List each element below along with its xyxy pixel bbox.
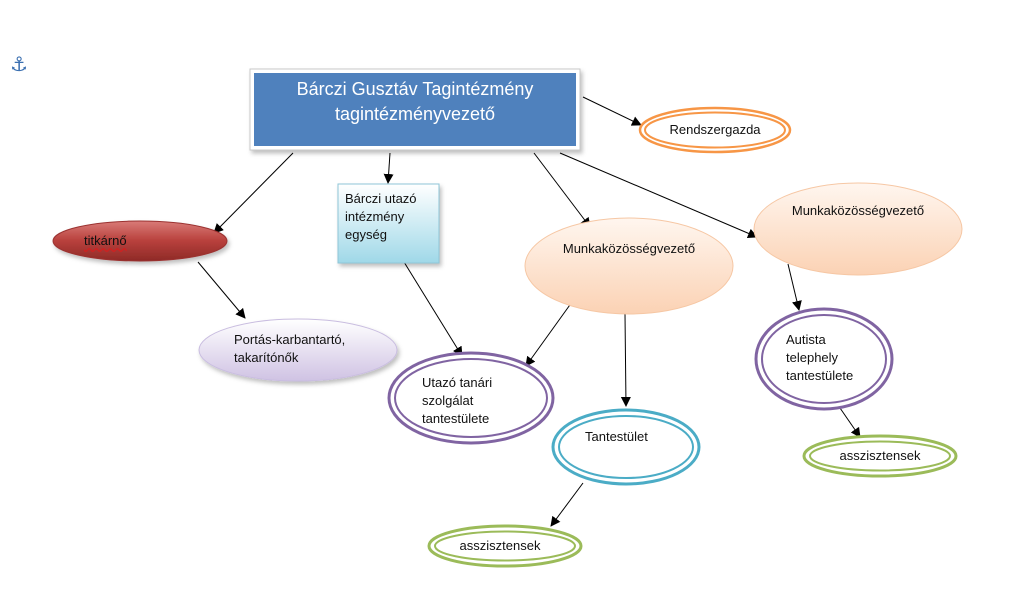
tantestulet-label: Tantestület xyxy=(585,429,648,444)
titkarno-label: titkárnő xyxy=(84,232,127,250)
head-node-label: Bárczi Gusztáv Tagintézmény tagintézmény… xyxy=(254,77,576,127)
arrow-head-to-rendszergazda xyxy=(582,96,642,126)
portas-label: Portás-karbantartó, takarítónők xyxy=(234,331,345,367)
utazo-egyseg-line2: intézmény xyxy=(345,209,405,224)
utazo-egyseg-line3: egység xyxy=(345,227,387,242)
mkv-right-node xyxy=(753,182,963,276)
autista-line1: Autista xyxy=(786,332,826,347)
titkarno-node xyxy=(52,220,228,262)
head-line1: Bárczi Gusztáv Tagintézmény xyxy=(296,79,534,99)
autista-node xyxy=(754,307,894,411)
autista-line2: telephely xyxy=(786,350,839,365)
asszisztensek-bottom-label: asszisztensek xyxy=(459,538,541,553)
portas-line2: takarítónők xyxy=(234,350,299,365)
mkv-center-label: Munkaközösségvezető xyxy=(562,241,696,256)
utazo-tantestulet-line2: szolgálat xyxy=(422,393,474,408)
titkarno-text: titkárnő xyxy=(84,233,127,248)
arrow-mkv-right-to-autista xyxy=(787,263,802,311)
arrow-mkv-to-tantestulet xyxy=(620,313,631,407)
utazo-tantestulet-label: Utazó tanári szolgálat tantestülete xyxy=(422,374,492,428)
head-node xyxy=(249,68,581,151)
arrow-tantestulet-to-asszisztensek xyxy=(550,482,584,527)
utazo-tantestulet-line3: tantestülete xyxy=(422,411,490,426)
tantestulet-node xyxy=(551,408,701,486)
asszisztensek-right-label: asszisztensek xyxy=(839,448,921,463)
asszisztensek-right-node xyxy=(802,434,958,478)
connectors xyxy=(197,96,861,527)
mkv-center-node xyxy=(524,217,734,315)
arrow-head-to-mkv-center xyxy=(533,152,591,228)
asszisztensek-bottom-node xyxy=(427,524,583,568)
arrow-titkarno-to-portas xyxy=(197,261,246,319)
portas-node xyxy=(198,318,398,382)
head-line2: tagintézményvezető xyxy=(334,104,496,124)
rendszergazda-label: Rendszergazda xyxy=(669,122,761,137)
utazo-tantestulet-node xyxy=(387,351,555,445)
portas-line1: Portás-karbantartó, xyxy=(234,332,346,347)
arrow-egyseg-to-utazo-tantestulet xyxy=(403,261,463,357)
arrow-head-to-utazo-egyseg xyxy=(383,152,394,184)
arrow-head-to-mkv-right xyxy=(559,152,758,239)
anchor-icon: ⚓ xyxy=(10,52,28,76)
arrow-head-to-titkarno xyxy=(213,152,294,234)
utazo-egyseg-line1: Bárczi utazó xyxy=(345,191,417,206)
head-node-fill xyxy=(254,73,576,146)
autista-line3: tantestülete xyxy=(786,368,854,383)
rendszergazda-node xyxy=(638,106,792,154)
utazo-tantestulet-line1: Utazó tanári xyxy=(422,375,493,390)
autista-label: Autista telephely tantestülete xyxy=(786,331,853,385)
mkv-right-label: Munkaközösségvezető xyxy=(791,203,925,218)
utazo-egyseg-label: Bárczi utazó intézmény egység xyxy=(345,190,417,244)
arrow-mkv-to-utazo-tantestulet xyxy=(525,301,573,367)
utazo-egyseg-node xyxy=(337,183,440,264)
arrow-autista-to-asszisztensek xyxy=(839,407,861,438)
